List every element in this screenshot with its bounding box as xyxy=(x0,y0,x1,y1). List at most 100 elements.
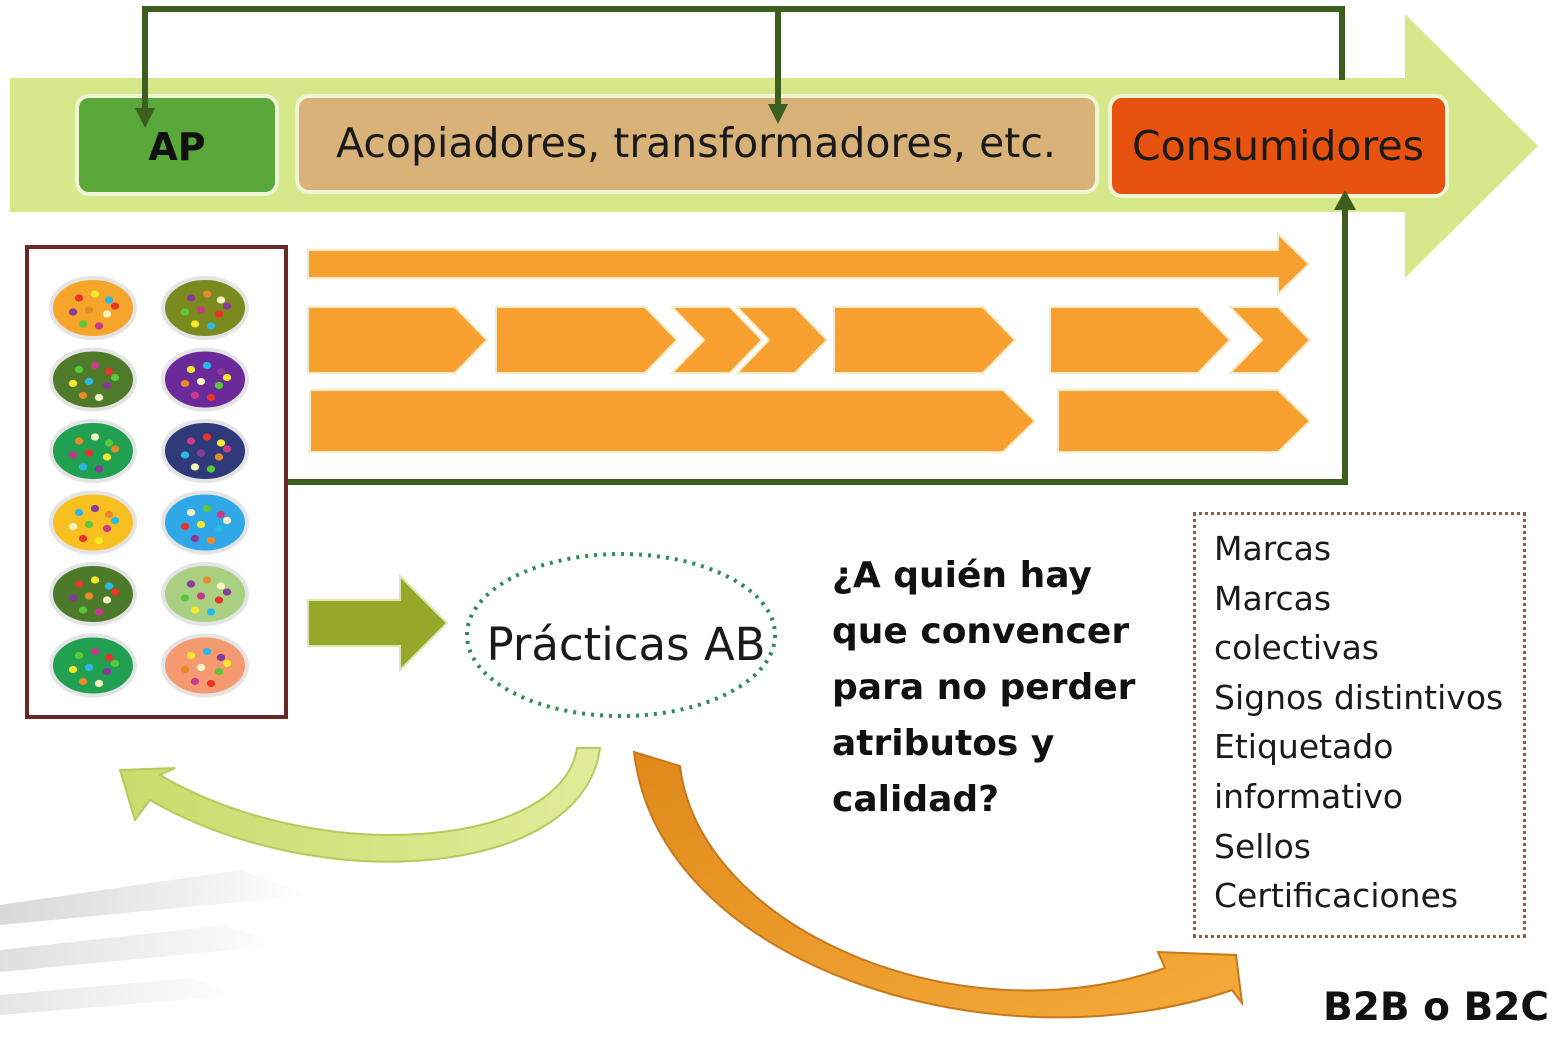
producer-dot xyxy=(110,588,120,596)
producer-dot xyxy=(214,596,224,604)
tools-list: Marcas Marcas colectivas Signos distinti… xyxy=(1214,524,1503,921)
question-line: calidad? xyxy=(832,779,1000,820)
producer-dot xyxy=(206,608,216,616)
stage-box-intermediaries xyxy=(295,94,1099,194)
flow-chevron xyxy=(1227,306,1312,374)
producer-dot xyxy=(180,379,190,388)
producer-dot xyxy=(90,647,100,656)
flow-arrow-direct xyxy=(307,231,1311,297)
producer-dot xyxy=(102,381,112,390)
producer-oval xyxy=(49,276,137,340)
feedback-arrow xyxy=(118,747,602,863)
tools-list-item: colectivas xyxy=(1214,628,1379,668)
stage-label-consumers: Consumidores xyxy=(1132,122,1424,170)
tools-box xyxy=(1193,512,1526,938)
producer-dot xyxy=(186,294,196,302)
producer-dot xyxy=(186,437,196,445)
flow-arrows xyxy=(307,231,1312,453)
producer-dot xyxy=(196,592,206,600)
producer-dot xyxy=(94,322,104,330)
producer-dot xyxy=(84,306,94,314)
producer-dot xyxy=(94,679,104,688)
producer-dot xyxy=(216,582,226,590)
connector-arrowhead xyxy=(135,108,155,128)
producer-dot xyxy=(222,302,232,310)
producer-oval xyxy=(161,490,249,555)
producer-oval xyxy=(49,490,137,555)
producer-dot xyxy=(104,510,114,519)
producer-dot xyxy=(104,367,114,376)
producer-oval xyxy=(161,633,249,698)
tools-list-item: Certificaciones xyxy=(1214,876,1459,916)
consumer-communication-arrow xyxy=(632,750,1244,1019)
producer-dot xyxy=(110,659,120,668)
stage-box-consumers xyxy=(1108,94,1449,198)
producer-dot xyxy=(102,667,112,676)
producer-dot xyxy=(102,310,112,318)
producer-dot xyxy=(180,522,190,531)
producer-dot xyxy=(74,580,84,588)
producer-dot xyxy=(102,453,112,461)
producer-dot xyxy=(202,504,212,513)
producer-dot xyxy=(214,667,224,676)
producer-dot xyxy=(216,296,226,304)
producer-dot xyxy=(68,665,78,674)
producer-dot xyxy=(222,373,232,382)
producer-dot xyxy=(180,451,190,459)
producer-oval xyxy=(161,347,249,412)
producer-oval xyxy=(49,419,137,483)
producer-dot xyxy=(94,608,104,616)
practices-label: Prácticas AB xyxy=(486,618,766,671)
producer-dot xyxy=(222,588,232,596)
producer-dot xyxy=(180,594,190,602)
producer-dot xyxy=(196,449,206,457)
producer-dot xyxy=(84,663,94,672)
producer-dot xyxy=(68,308,78,316)
producer-dot xyxy=(180,665,190,674)
producer-dot xyxy=(104,582,114,590)
producer-dot xyxy=(74,294,84,302)
producer-oval xyxy=(49,347,137,412)
producer-dot xyxy=(68,522,78,531)
producer-dot xyxy=(78,677,88,686)
producer-dot xyxy=(206,679,216,688)
top-connector xyxy=(142,6,1345,118)
producer-dot xyxy=(222,445,232,453)
producer-dot xyxy=(84,592,94,600)
producer-dot xyxy=(216,653,226,662)
producer-dot xyxy=(196,377,206,386)
producer-dot xyxy=(78,391,88,400)
producer-dot xyxy=(222,659,232,668)
producer-dot xyxy=(214,381,224,390)
producer-dot xyxy=(78,534,88,543)
producer-oval xyxy=(161,562,249,626)
connector-arrowhead xyxy=(1334,190,1356,210)
producer-dot xyxy=(90,290,100,298)
producer-dot xyxy=(190,463,200,471)
flow-arrow-long xyxy=(309,389,1037,453)
producer-dot xyxy=(84,520,94,529)
flow-arrow-segment xyxy=(1057,389,1312,453)
b2b-label: B2B o B2C xyxy=(1322,985,1549,1030)
producer-dot xyxy=(90,576,100,584)
producer-oval xyxy=(49,562,137,626)
producer-dot xyxy=(216,510,226,519)
producer-dot xyxy=(102,524,112,533)
producers-to-practices-arrow xyxy=(307,573,449,673)
producer-group xyxy=(49,276,249,698)
flow-chevron xyxy=(734,306,829,374)
producer-dot xyxy=(202,290,212,298)
tools-list-item: Signos distintivos xyxy=(1214,677,1504,717)
producer-dot xyxy=(206,536,216,545)
producer-to-consumer-line xyxy=(286,200,1348,485)
producer-oval xyxy=(49,633,137,698)
producer-dot xyxy=(202,433,212,441)
producer-dot xyxy=(180,308,190,316)
producer-dot xyxy=(216,367,226,376)
producer-dot xyxy=(104,653,114,662)
producer-dot xyxy=(206,322,216,330)
producer-dot xyxy=(110,302,120,310)
flow-chevron xyxy=(669,306,764,374)
producer-dot xyxy=(186,365,196,374)
practices-ellipse xyxy=(465,552,777,718)
